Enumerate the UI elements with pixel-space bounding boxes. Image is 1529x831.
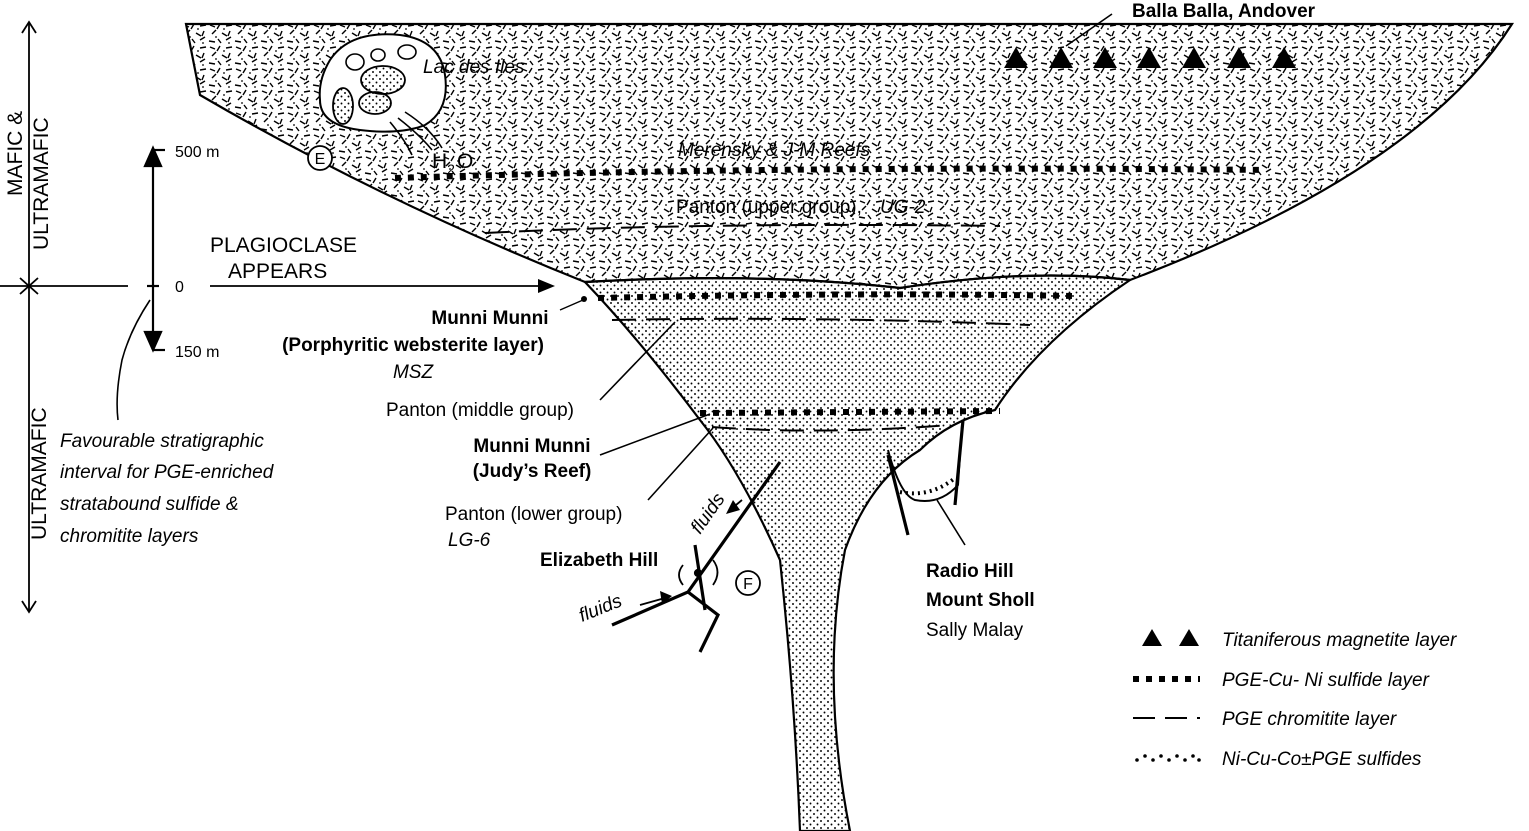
- h2o-label: H2O: [432, 150, 473, 177]
- radio-hill-fault-left: [886, 454, 910, 536]
- favourable-note-line-1: Favourable stratigraphic: [60, 431, 264, 452]
- elizabeth-hill-label: Elizabeth Hill: [540, 550, 658, 571]
- scale-label-zero: 0: [175, 279, 184, 296]
- balla-balla-leader: [1065, 13, 1113, 47]
- elizabeth-hill-halo: [678, 559, 719, 586]
- judys-reef-sulfide-layer: [699, 408, 1001, 416]
- plagioclase-arrow: [210, 279, 555, 293]
- msz-chromitite-layer: [611, 317, 1031, 326]
- legend-label-titaniferous: Titaniferous magnetite layer: [1222, 630, 1457, 651]
- panton-lower-label: Panton (lower group): [445, 504, 622, 525]
- balla-balla-label: Balla Balla, Andover: [1132, 1, 1316, 22]
- radio-hill-label: Radio Hill: [926, 561, 1014, 582]
- scale-label-bottom: 150 m: [175, 344, 219, 361]
- panton-lower-leader: [647, 427, 714, 501]
- lg6-label: LG-6: [448, 530, 491, 551]
- merensky-sulfide-layer: [394, 165, 1266, 181]
- fluids-arrow-upper: [726, 499, 743, 514]
- legend: Titaniferous magnetite layer PGE-Cu- Ni …: [1133, 629, 1457, 770]
- ug2-label: UG-2: [880, 197, 926, 218]
- munni-psl-point: [581, 296, 587, 302]
- fluids-upper-label: fluids: [687, 489, 730, 538]
- plagioclase-label-line-1: PLAGIOCLASE: [210, 234, 357, 257]
- panton-middle-label: Panton (middle group): [386, 400, 574, 421]
- radio-hill-leader: [936, 499, 966, 546]
- msz-label: MSZ: [393, 362, 435, 383]
- favourable-note-line-2: interval for PGE-enriched: [60, 462, 275, 483]
- legend-label-chromitite: PGE chromitite layer: [1222, 709, 1397, 730]
- marker-f-circle: [735, 570, 761, 596]
- marker-f: F: [743, 576, 753, 593]
- merensky-label: Merensky & J-M Reefs: [678, 140, 871, 161]
- radio-hill-fault-right: [953, 419, 965, 506]
- elizabeth-hill-faults: [611, 461, 782, 653]
- radio-hill-sulfides: [899, 476, 957, 496]
- fluids-arrow-lower: [639, 591, 672, 606]
- radio-hill-chamber: [887, 424, 963, 502]
- panton-upper-label: Panton (upper group),: [676, 197, 862, 218]
- munni-psl-label-2: (Porphyritic websterite layer): [282, 335, 544, 356]
- munni-psl-leader: [559, 299, 584, 311]
- plagioclase-label-line-2: APPEARS: [228, 260, 327, 283]
- legend-triangles-symbol: [1142, 629, 1199, 646]
- scale-label-top: 500 m: [175, 144, 219, 161]
- zone-axis: [0, 20, 128, 614]
- favourable-note-line-3: stratabound sulfide &: [60, 494, 239, 515]
- psl-sulfide-layer: [597, 291, 1076, 301]
- zone-label-ultramafic: ULTRAMAFIC: [28, 407, 51, 540]
- favourable-note-line-4: chromitite layers: [60, 526, 199, 547]
- munni-judy-label-2: (Judy’s Reef): [473, 461, 592, 482]
- ultramafic-zone: [582, 274, 1134, 831]
- mount-sholl-label: Mount Sholl: [926, 590, 1035, 611]
- lac-des-iles-body: [318, 33, 447, 156]
- legend-fine-dots-symbol: [1135, 754, 1201, 762]
- munni-judy-label-1: Munni Munni: [473, 436, 590, 457]
- favourable-interval-leader: [116, 299, 151, 421]
- marker-e: E: [315, 151, 326, 168]
- munni-judy-leader: [599, 413, 711, 456]
- zone-label-mafic-lower: ULTRAMAFIC: [30, 117, 53, 250]
- sally-malay-label: Sally Malay: [926, 620, 1024, 641]
- legend-label-ni-cu-co: Ni-Cu-Co±PGE sulfides: [1222, 749, 1422, 770]
- legend-label-sulfide: PGE-Cu- Ni sulfide layer: [1222, 670, 1430, 691]
- marker-e-circle: [307, 145, 333, 171]
- panton-middle-leader: [599, 321, 676, 401]
- zone-label-mafic-upper: MAFIC &: [4, 111, 27, 196]
- munni-psl-label-1: Munni Munni: [431, 308, 548, 329]
- lac-des-iles-label: Lac des Iles: [423, 57, 525, 78]
- scale-bar: [143, 145, 165, 353]
- lg6-chromitite-layer: [711, 424, 951, 432]
- titaniferous-magnetite-layer: [1004, 47, 1296, 68]
